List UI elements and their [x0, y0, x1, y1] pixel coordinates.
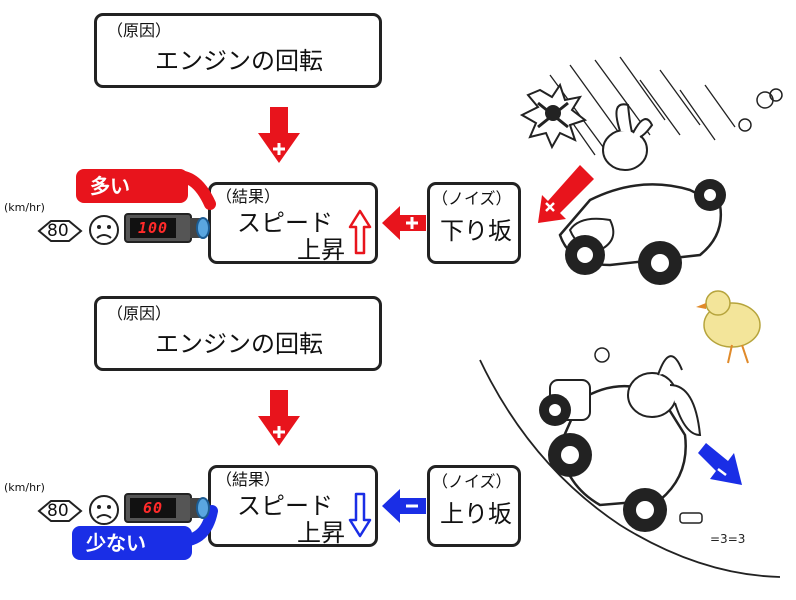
bottom-cause-tag: （原因） — [107, 304, 172, 323]
top-cause-tag: （原因） — [107, 21, 172, 40]
uphill-car-illustration: =3=3 — [479, 290, 781, 578]
bottom-noise-box: （ノイズ） 上り坂 — [427, 465, 521, 547]
top-noise-box: （ノイズ） 下り坂 — [427, 182, 521, 264]
arrow-up-icon — [348, 209, 372, 255]
top-result-tag: （結果） — [216, 187, 281, 206]
bottom-noise-text: 上り坂 — [440, 500, 512, 528]
top-sign-value: 80 — [47, 221, 69, 241]
downhill-car-illustration — [519, 56, 783, 285]
minus-arrow-icon — [698, 443, 742, 485]
sad-face-icon — [89, 495, 119, 525]
bottom-result-line2: 上昇 — [297, 519, 345, 547]
minus-arrow-icon — [382, 489, 426, 523]
plus-arrow-icon — [258, 107, 300, 163]
top-cause-box: （原因） エンジンの回転 — [94, 13, 382, 88]
top-result-line2: 上昇 — [297, 236, 345, 264]
bottom-result-box: （結果） スピード 上昇 — [208, 465, 378, 547]
speed-camera-icon: 100 — [124, 213, 210, 243]
plus-arrow-icon — [258, 390, 300, 446]
arrow-down-icon — [348, 492, 372, 538]
bottom-callout-badge: 少ない — [72, 526, 192, 560]
bottom-result-line1: スピード — [237, 492, 333, 520]
bottom-sign-value: 80 — [47, 501, 69, 521]
top-speed-reading: 100 — [137, 219, 169, 237]
bottom-unit-label: (km/hr) — [4, 481, 45, 494]
speed-camera-icon: 60 — [124, 493, 210, 523]
bottom-result-tag: （結果） — [216, 470, 281, 489]
top-unit-label: (km/hr) — [4, 201, 45, 214]
top-result-line1: スピード — [237, 209, 333, 237]
sad-face-icon — [89, 215, 119, 245]
plus-arrow-icon — [382, 206, 426, 240]
top-noise-text: 下り坂 — [440, 217, 512, 245]
top-result-box: （結果） スピード 上昇 — [208, 182, 378, 264]
chick-icon — [696, 290, 761, 364]
bottom-speed-reading: 60 — [142, 499, 164, 517]
svg-text:=3=3: =3=3 — [710, 532, 745, 546]
minus-arrow-icon — [538, 165, 594, 223]
top-callout-badge: 多い — [76, 169, 188, 203]
bottom-cause-text: エンジンの回転 — [155, 330, 323, 358]
top-cause-text: エンジンの回転 — [155, 47, 323, 75]
bottom-cause-box: （原因） エンジンの回転 — [94, 296, 382, 371]
top-noise-tag: （ノイズ） — [432, 189, 512, 208]
bottom-noise-tag: （ノイズ） — [432, 472, 512, 491]
